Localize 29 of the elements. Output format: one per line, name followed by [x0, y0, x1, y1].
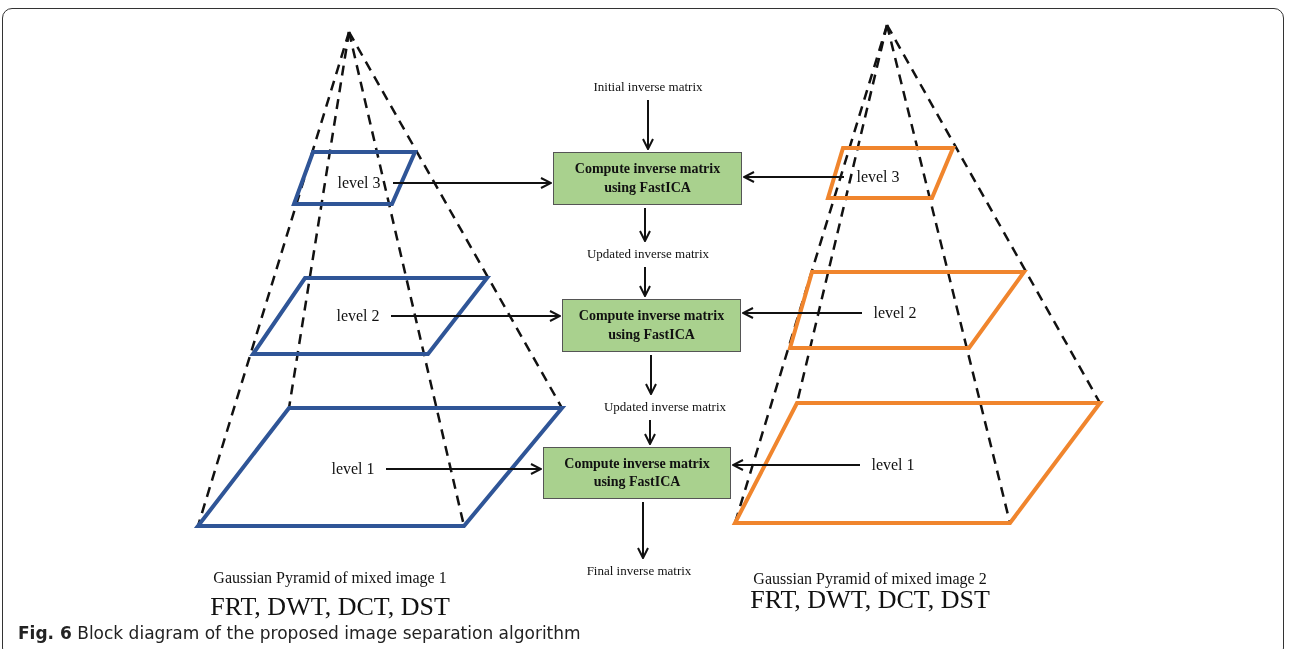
process-box: Compute inverse matrix using FastICA — [553, 152, 742, 205]
matrix-label: Updated inverse matrix — [590, 397, 740, 417]
arrow — [743, 171, 845, 183]
process-box: Compute inverse matrix using FastICA — [543, 447, 731, 499]
arrow — [385, 463, 542, 475]
transform-list: FRT, DWT, DCT, DST — [210, 592, 450, 622]
arrow — [742, 307, 863, 319]
matrix-label: Final inverse matrix — [573, 561, 705, 581]
pyramid-caption: Gaussian Pyramid of mixed image 1 — [213, 569, 447, 587]
level-label: level 2 — [327, 305, 389, 327]
level-label: level 2 — [864, 302, 926, 324]
matrix-label: Updated inverse matrix — [570, 244, 726, 264]
arrow — [639, 266, 651, 297]
arrow — [392, 177, 552, 189]
arrow — [732, 459, 861, 471]
figure-caption: Fig. 6 Block diagram of the proposed image separation algorithm — [18, 623, 581, 643]
level-label: level 3 — [327, 172, 391, 194]
arrow — [637, 501, 649, 559]
arrow — [390, 310, 561, 322]
arrow — [642, 99, 654, 150]
arrow — [644, 419, 656, 445]
arrow — [639, 207, 651, 242]
level-label: level 1 — [862, 454, 924, 476]
process-box: Compute inverse matrix using FastICA — [562, 299, 741, 352]
matrix-label: Initial inverse matrix — [575, 77, 721, 97]
arrow — [645, 354, 657, 395]
level-label: level 3 — [846, 166, 910, 188]
pyramid-caption: Gaussian Pyramid of mixed image 2 — [753, 570, 987, 588]
level-label: level 1 — [322, 458, 384, 480]
